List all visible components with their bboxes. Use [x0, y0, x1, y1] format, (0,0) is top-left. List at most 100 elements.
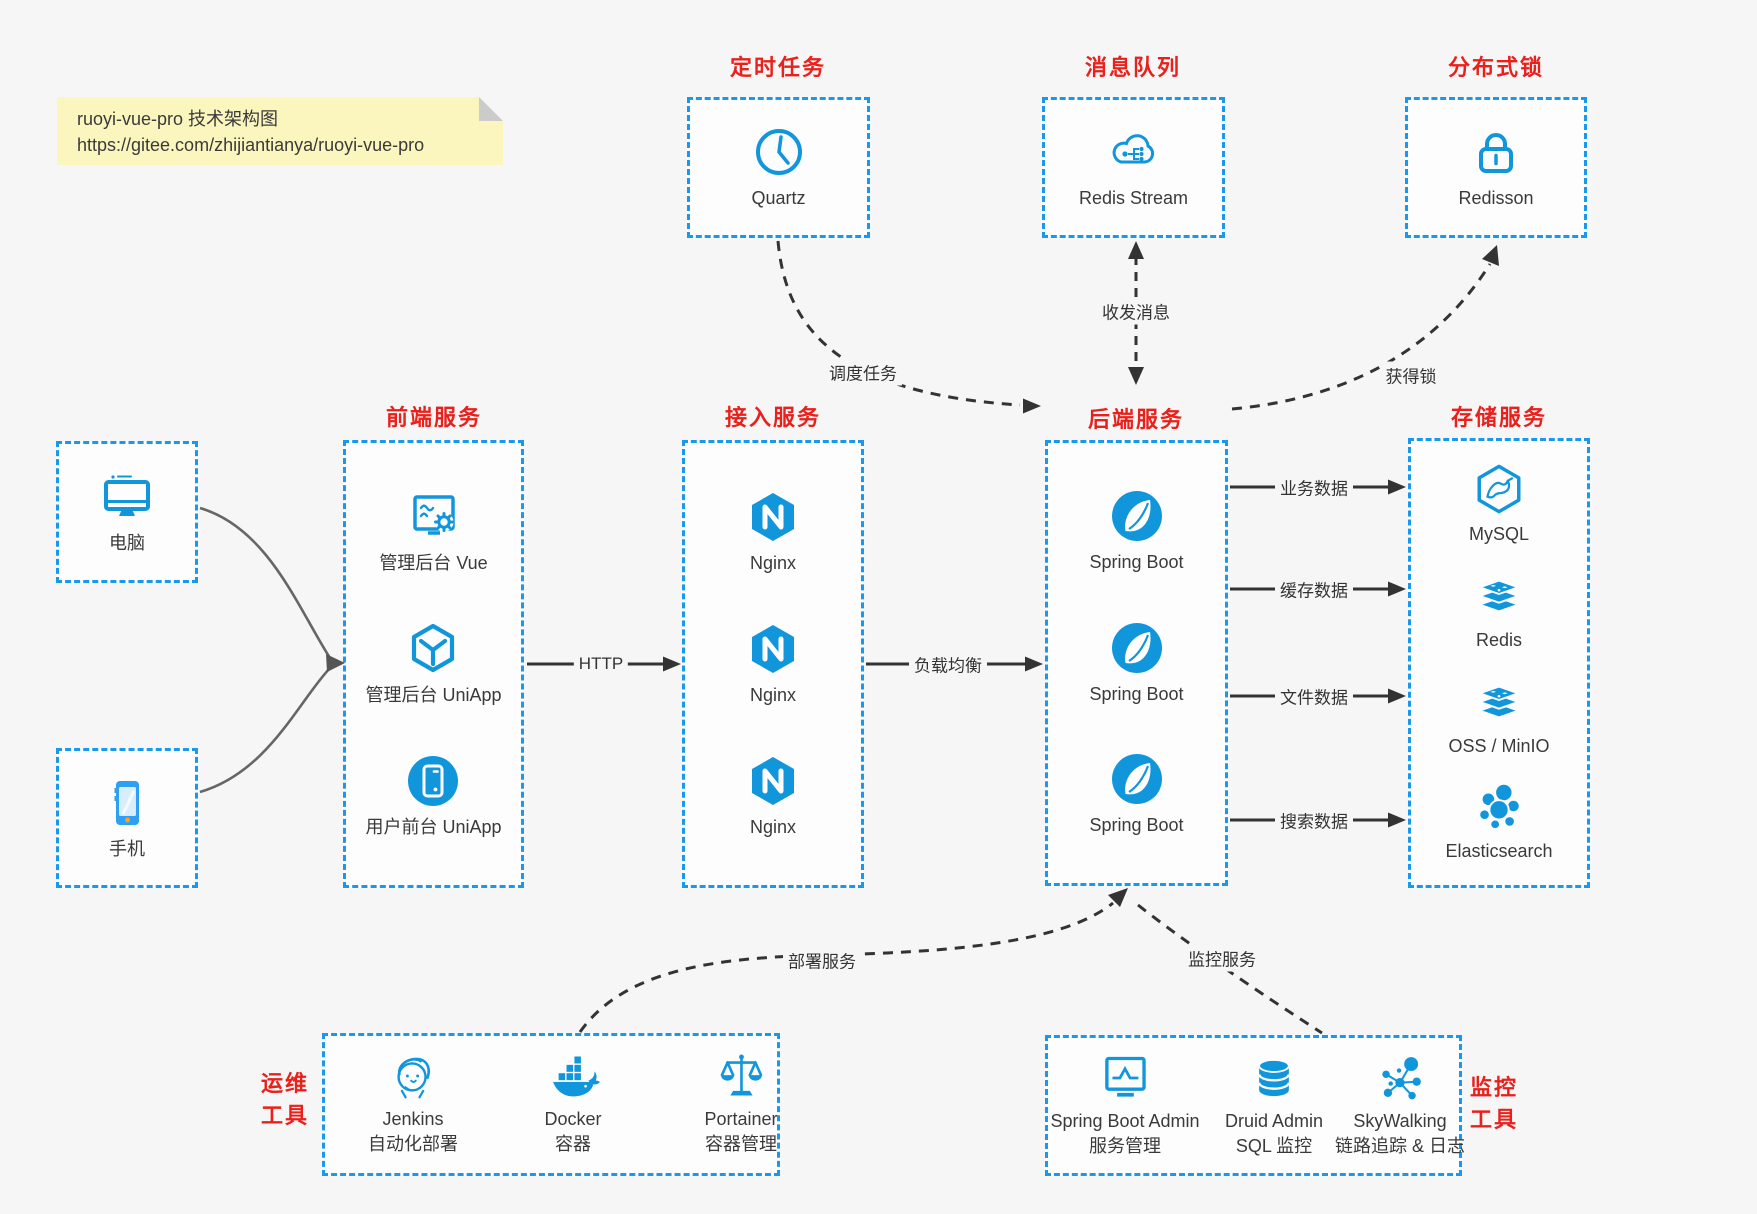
redis-stream-cell: Redis Stream [1079, 124, 1188, 210]
springboot-cell-1: Spring Boot [1089, 488, 1184, 574]
mobile-client-box: 手机 [56, 748, 198, 888]
admin-vue-icon [412, 494, 455, 535]
monitor-tools-title: 监控 工具 [1469, 1075, 1519, 1132]
admin-uniapp-icon [412, 623, 455, 672]
nginx-cell-2: Nginx [745, 621, 801, 707]
redisson-cell: Redisson [1458, 124, 1534, 210]
redisson-label: Redisson [1458, 188, 1534, 209]
backend-services-title: 后端服务 [1087, 407, 1185, 432]
cloud-stream-icon [1113, 134, 1155, 164]
schedule-arrow-label: 调度任务 [824, 358, 902, 386]
messaging-arrow-label: 收发消息 [1097, 297, 1175, 325]
docker-icon [552, 1056, 599, 1097]
gateway-services-box: Nginx Nginx Nginx [682, 440, 864, 888]
http-arrow-label: HTTP [573, 653, 629, 675]
admin-uniapp-label: 管理后台 UniApp [365, 684, 502, 705]
user-uniapp-label: 用户前台 UniApp [365, 816, 502, 837]
nginx-cell-1: Nginx [745, 489, 801, 575]
devops-tools-box: Jenkins 自动化部署 Docker 容器 [322, 1033, 780, 1176]
lock-arrow-label: 获得锁 [1380, 361, 1442, 389]
storage-services-title: 存储服务 [1450, 405, 1548, 430]
lock-icon [1478, 133, 1513, 174]
spring-boot-icon [1111, 491, 1162, 542]
nginx-label-1: Nginx [749, 552, 797, 573]
message-queue-title: 消息队列 [1084, 55, 1182, 80]
user-uniapp-cell: 用户前台 UniApp [365, 753, 502, 839]
portainer-cell: Portainer 容器管理 [704, 1050, 778, 1157]
druid-admin-cell: Druid Admin SQL 监控 [1225, 1052, 1323, 1159]
mysql-label: MySQL [1468, 524, 1529, 545]
file-data-arrow-label: 文件数据 [1275, 682, 1353, 710]
spring-boot-admin-cell: Spring Boot Admin 服务管理 [1050, 1052, 1200, 1159]
mysql-cell: MySQL [1469, 462, 1529, 546]
deploy-arrow-label: 部署服务 [783, 946, 861, 974]
pc-client-label: 电脑 [109, 532, 145, 553]
monitor-tools-box: Spring Boot Admin 服务管理 Druid Admin SQL 监… [1045, 1035, 1465, 1176]
nginx-cell-3: Nginx [745, 753, 801, 839]
admin-uniapp-cell: 管理后台 UniApp [365, 621, 502, 707]
load-balance-arrow-label: 负载均衡 [909, 650, 987, 678]
springboot-cell-2: Spring Boot [1089, 620, 1184, 706]
oss-minio-label: OSS / MinIO [1448, 735, 1550, 756]
spring-boot-icon [1111, 754, 1162, 805]
springboot-label-3: Spring Boot [1089, 815, 1184, 836]
mysql-icon [1477, 464, 1521, 514]
quartz-label: Quartz [751, 188, 806, 209]
redis-cell: Redis [1472, 568, 1526, 652]
clock-icon [755, 129, 802, 176]
client-to-frontend-arrow [199, 506, 332, 794]
admin-vue-label: 管理后台 Vue [379, 552, 488, 573]
backend-services-box: Spring Boot Spring Boot Spring Boot [1045, 440, 1228, 886]
skywalking-label: SkyWalking 链路追踪 & 日志 [1334, 1111, 1466, 1156]
scheduled-task-title: 定时任务 [729, 55, 827, 80]
skywalking-icon [1382, 1057, 1421, 1100]
quartz-cell: Quartz [751, 124, 807, 210]
computer-icon [104, 475, 150, 516]
spring-boot-icon [1111, 622, 1162, 673]
business-data-arrow-label: 业务数据 [1275, 473, 1353, 501]
gateway-services-title: 接入服务 [724, 405, 822, 430]
redisson-box: Redisson [1405, 97, 1587, 238]
sticky-note: ruoyi-vue-pro 技术架构图 https://gitee.com/zh… [57, 97, 503, 165]
spring-boot-admin-icon [1104, 1056, 1146, 1097]
redis-icon [1476, 579, 1522, 613]
oss-minio-cell: OSS / MinIO [1448, 674, 1550, 758]
admin-vue-cell: 管理后台 Vue [379, 489, 488, 575]
docker-cell: Docker 容器 [544, 1050, 602, 1157]
mobile-client-label: 手机 [109, 838, 145, 859]
frontend-services-box: 管理后台 Vue 管理后台 UniApp 用户前台 UniApp [343, 440, 524, 888]
druid-admin-label: Druid Admin SQL 监控 [1224, 1111, 1324, 1156]
elasticsearch-icon [1478, 783, 1521, 831]
portainer-icon [720, 1054, 762, 1096]
distributed-lock-title: 分布式锁 [1447, 55, 1545, 80]
lock-arrow [1231, 263, 1492, 411]
phone-icon [114, 780, 139, 825]
druid-admin-icon [1257, 1058, 1291, 1097]
redis-stream-label: Redis Stream [1078, 188, 1189, 209]
skywalking-cell: SkyWalking 链路追踪 & 日志 [1335, 1052, 1465, 1159]
devops-tools-title: 运维 工具 [260, 1071, 310, 1128]
nginx-label-3: Nginx [749, 816, 797, 837]
elasticsearch-cell: Elasticsearch [1445, 779, 1553, 863]
redis-label: Redis [1475, 629, 1523, 650]
mobile-client-cell: 手机 [99, 775, 155, 861]
jenkins-cell: Jenkins 自动化部署 [368, 1050, 458, 1157]
elasticsearch-label: Elasticsearch [1445, 841, 1553, 862]
quartz-box: Quartz [687, 97, 870, 238]
frontend-services-title: 前端服务 [385, 405, 483, 430]
nginx-icon [752, 492, 794, 541]
nginx-icon [752, 624, 794, 673]
pc-client-cell: 电脑 [99, 469, 155, 555]
pc-client-box: 电脑 [56, 441, 198, 583]
springboot-label-2: Spring Boot [1089, 683, 1184, 704]
cache-data-arrow-label: 缓存数据 [1275, 575, 1353, 603]
jenkins-label: Jenkins 自动化部署 [368, 1109, 458, 1154]
user-uniapp-icon [408, 755, 459, 806]
springboot-cell-3: Spring Boot [1089, 751, 1184, 837]
note-title: ruoyi-vue-pro 技术架构图 [77, 109, 279, 129]
jenkins-icon [397, 1057, 431, 1099]
note-url: https://gitee.com/zhijiantianya/ruoyi-vu… [77, 135, 425, 156]
nginx-label-2: Nginx [749, 684, 797, 705]
oss-minio-icon [1476, 685, 1522, 719]
